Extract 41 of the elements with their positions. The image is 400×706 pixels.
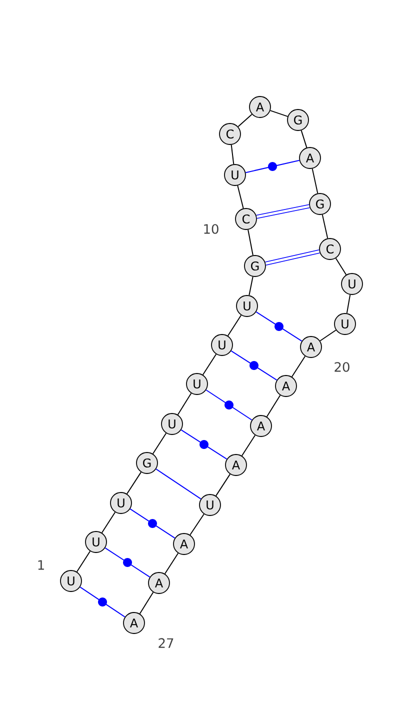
- base-pair-line: [80, 586, 126, 618]
- position-number: 10: [204, 224, 218, 234]
- base-pair-line: [230, 350, 278, 381]
- base-pair-line: [256, 204, 310, 219]
- backbone-line: [101, 512, 116, 534]
- backbone-line: [237, 185, 244, 209]
- backbone-line: [320, 330, 336, 342]
- backbone-line: [270, 110, 288, 117]
- backbone-line: [248, 276, 254, 296]
- backbone-line: [266, 394, 281, 418]
- backbone-line: [215, 474, 231, 496]
- backbone-line: [126, 472, 142, 494]
- backbone-line: [164, 552, 179, 574]
- position-number: 1: [38, 560, 44, 570]
- backbone-line: [300, 130, 308, 148]
- position-number: 20: [334, 362, 350, 372]
- backbone-line: [335, 258, 347, 276]
- backbone-line: [227, 314, 242, 336]
- backbone-line: [248, 229, 254, 256]
- position-number: 27: [158, 638, 174, 648]
- backbone-line: [230, 144, 234, 165]
- base-pair-line: [130, 508, 176, 539]
- backbone-line: [152, 432, 167, 454]
- backbone-line: [202, 354, 217, 376]
- backbone-line: [76, 550, 91, 572]
- backbone-line: [346, 294, 351, 314]
- base-pair-line: [245, 160, 300, 174]
- backbone-line: [322, 214, 328, 239]
- backbone-line: [139, 592, 154, 614]
- base-pair-line: [104, 547, 150, 578]
- base-pair-line: [180, 429, 228, 460]
- backbone-line: [291, 356, 306, 378]
- backbone-line: [241, 434, 256, 456]
- backbone-line: [238, 114, 252, 128]
- backbone-line: [190, 514, 204, 536]
- base-pair-line: [156, 468, 202, 500]
- backbone-line: [312, 168, 318, 194]
- base-pair-line: [265, 249, 320, 266]
- base-pair-line: [206, 390, 252, 420]
- base-pair-line: [256, 311, 302, 342]
- backbone-line: [177, 392, 192, 416]
